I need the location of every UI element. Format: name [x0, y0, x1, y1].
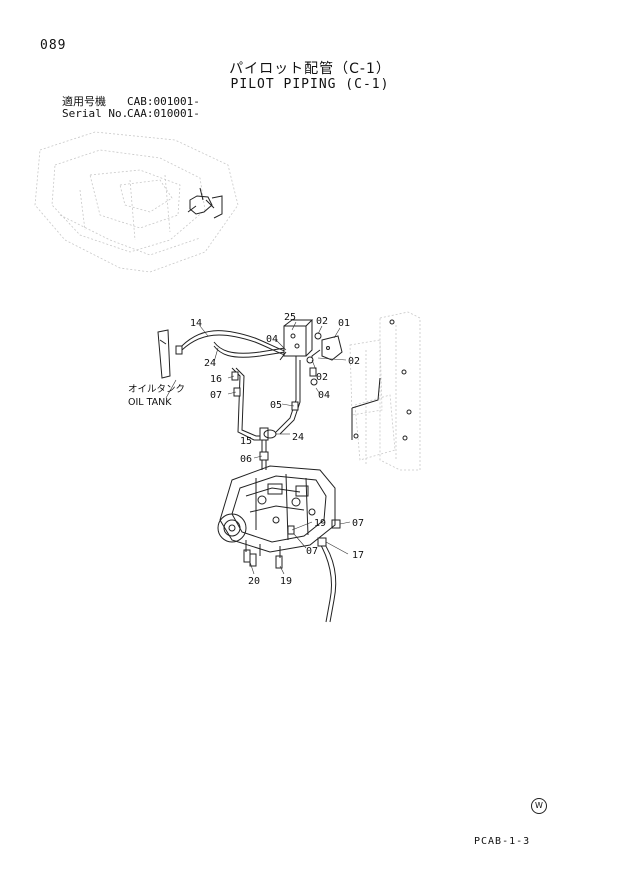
callout-07-upper: 07	[210, 390, 222, 401]
serial-value-en: CAA:010001-	[127, 107, 200, 120]
pump-assembly	[217, 465, 336, 558]
callout-06: 06	[240, 454, 252, 465]
overview-highlight	[187, 187, 223, 219]
callout-04-lower: 04	[318, 390, 330, 401]
callout-01: 01	[338, 318, 350, 329]
callout-02-top: 02	[316, 316, 328, 327]
callout-19-right: 19	[314, 518, 326, 529]
callout-02-mid: 02	[316, 372, 328, 383]
oil-tank-label-en: OIL TANK	[128, 397, 172, 408]
callout-24-lower: 24	[292, 432, 304, 443]
page-title-en: PILOT PIPING (C-1)	[230, 77, 390, 92]
serial-label-en: Serial No.	[62, 107, 129, 120]
pilot-valve-block	[279, 319, 314, 362]
machine-overview-sketch	[34, 131, 239, 273]
hose-17	[317, 539, 337, 623]
bracket-01	[311, 335, 343, 362]
serial-label-jp: 適用号機	[62, 95, 106, 108]
serial-row-en: Serial No.CAA:010001-	[62, 108, 200, 120]
leader-lines	[165, 321, 351, 575]
callout-04-upper: 04	[266, 334, 278, 345]
oil-tank-bracket	[157, 329, 171, 379]
page-title-jp: パイロット配管（C-1）	[229, 61, 391, 77]
serial-row-jp: 適用号機 CAB:001001-	[62, 96, 200, 108]
callout-14: 14	[190, 318, 202, 329]
callout-17: 17	[352, 550, 364, 561]
hose-05	[275, 360, 301, 435]
page-number: 089	[40, 38, 67, 53]
region-mark-icon: W	[531, 798, 547, 814]
callout-19-lower: 19	[280, 576, 292, 587]
frame-structure	[349, 311, 421, 471]
callout-07-lower: 07	[306, 546, 318, 557]
callout-25: 25	[284, 312, 296, 323]
fittings	[175, 332, 341, 569]
hose-24-upper	[213, 341, 286, 358]
callout-16: 16	[210, 374, 222, 385]
oil-tank-label-jp: オイルタンク	[128, 384, 185, 395]
serial-value-jp: CAB:001001-	[127, 95, 200, 108]
callout-24-upper: 24	[204, 358, 216, 369]
callout-20: 20	[248, 576, 260, 587]
callout-15: 15	[240, 436, 252, 447]
callout-02-right: 02	[348, 356, 360, 367]
callout-07-right: 07	[352, 518, 364, 529]
callout-05: 05	[270, 400, 282, 411]
footer-page-code: PCAB-1-3	[474, 836, 531, 847]
